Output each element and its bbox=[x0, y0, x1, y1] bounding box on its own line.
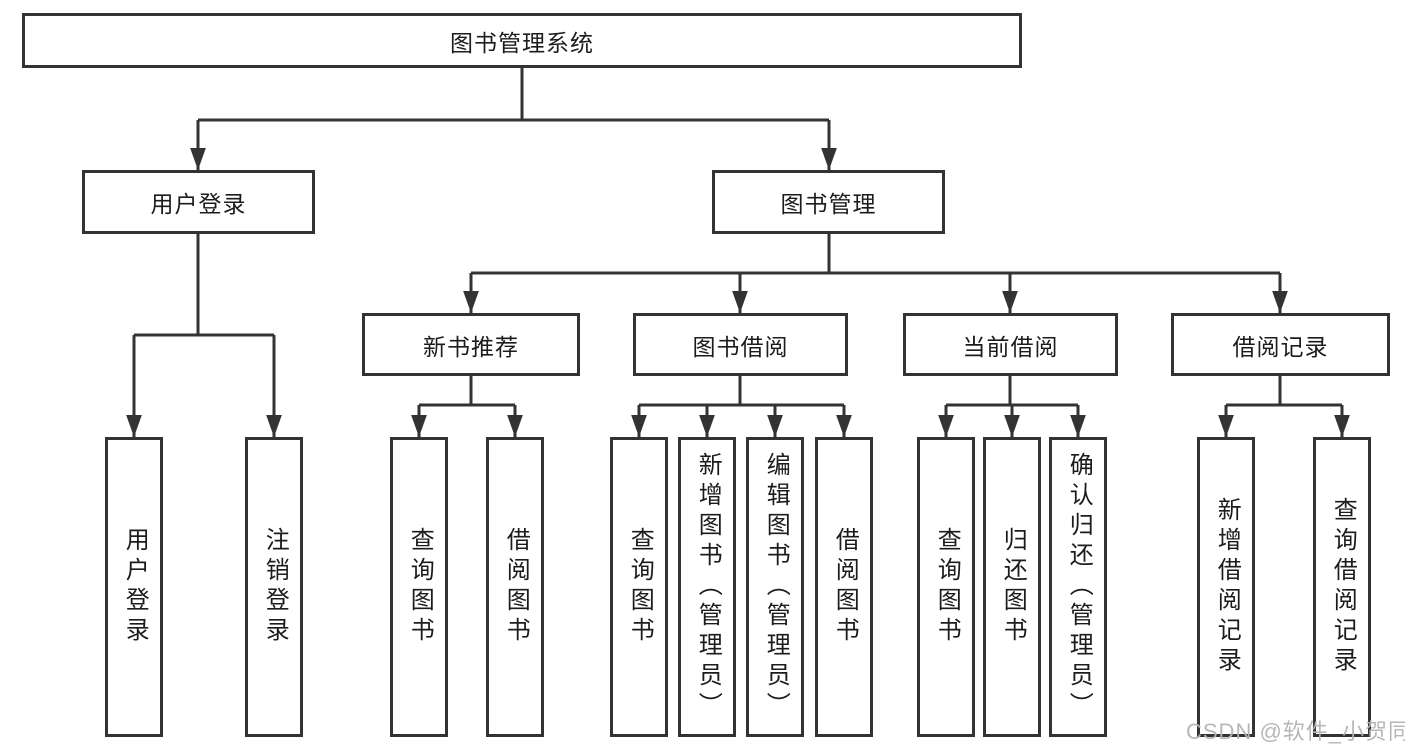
leaf-confirm-return-admin: 确认归还（管理员） bbox=[1049, 437, 1107, 737]
node-library-management-system: 图书管理系统 bbox=[22, 13, 1022, 68]
leaf-add-book-admin: 新增图书（管理员） bbox=[678, 437, 736, 737]
leaf-borrow-books-borrowing: 借阅图书 bbox=[815, 437, 873, 737]
node-borrowing-records: 借阅记录 bbox=[1171, 313, 1390, 376]
leaf-borrow-books-recommend: 借阅图书 bbox=[486, 437, 544, 737]
csdn-watermark: CSDN @软件_小贺同学 bbox=[1186, 719, 1405, 744]
leaf-edit-book-admin: 编辑图书（管理员） bbox=[746, 437, 804, 737]
node-current-borrowing: 当前借阅 bbox=[903, 313, 1118, 376]
leaf-query-books-recommend: 查询图书 bbox=[390, 437, 448, 737]
leaf-query-books-borrowing: 查询图书 bbox=[610, 437, 668, 737]
leaf-add-borrowing-record: 新增借阅记录 bbox=[1197, 437, 1255, 737]
node-user-login: 用户登录 bbox=[82, 170, 315, 234]
node-new-book-recommendation: 新书推荐 bbox=[362, 313, 580, 376]
node-book-borrowing: 图书借阅 bbox=[633, 313, 848, 376]
leaf-return-books: 归还图书 bbox=[983, 437, 1041, 737]
node-book-management: 图书管理 bbox=[712, 170, 945, 234]
leaf-query-books-current: 查询图书 bbox=[917, 437, 975, 737]
leaf-user-login: 用户登录 bbox=[105, 437, 163, 737]
leaf-logout: 注销登录 bbox=[245, 437, 303, 737]
leaf-query-borrowing-record: 查询借阅记录 bbox=[1313, 437, 1371, 737]
